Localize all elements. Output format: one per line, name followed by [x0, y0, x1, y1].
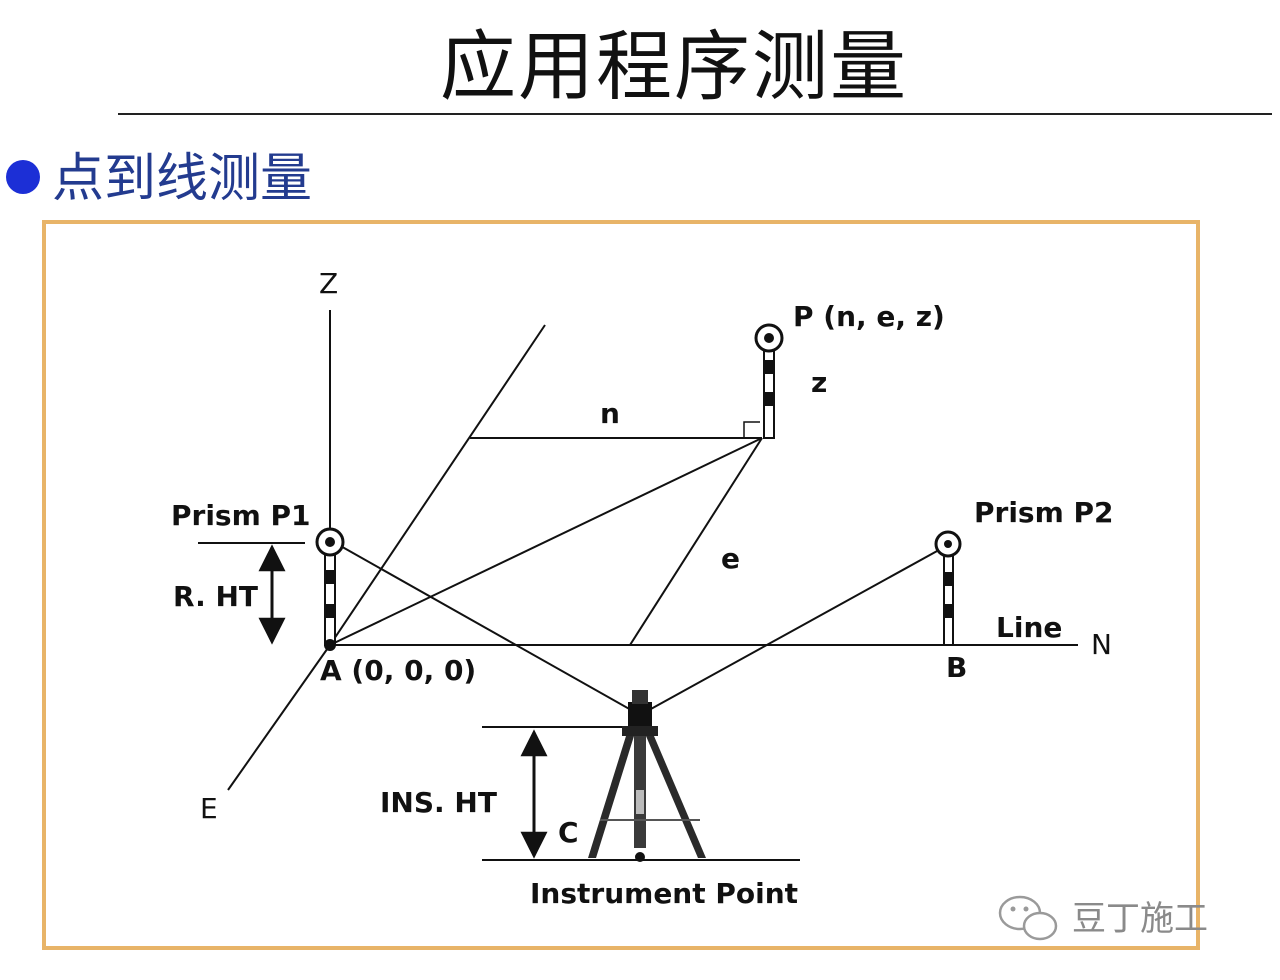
r-ht-label: R. HT: [173, 580, 258, 613]
diagram-frame: [42, 220, 1200, 950]
oblique-line: [329, 324, 546, 646]
prism-p1-label: Prism P1: [171, 499, 311, 532]
point-c-label: C: [558, 816, 579, 849]
bullet-icon: [6, 160, 40, 194]
line-label: Line: [996, 611, 1062, 644]
tripod-instrument-icon: [588, 690, 706, 862]
z-axis-label: Z: [319, 267, 338, 300]
watermark-text: 豆丁施工: [1072, 899, 1208, 939]
page-title: 应用程序测量: [440, 22, 908, 111]
prism-p1-pole: [315, 527, 345, 646]
e-axis-label: E: [200, 792, 218, 825]
z-offset-label: z: [811, 366, 827, 399]
prism-p-pole: [754, 323, 784, 439]
e-axis-line: [227, 644, 331, 791]
instrument-point-label: Instrument Point: [530, 877, 798, 910]
sight-line-p2: [639, 544, 949, 716]
ins-ht-label: INS. HT: [380, 786, 497, 819]
point-p-label: P (n, e, z): [793, 300, 945, 333]
point-b-label: B: [946, 651, 967, 684]
section-subtitle: 点到线测量: [52, 149, 313, 209]
n-axis-label: N: [1091, 628, 1112, 661]
prism-p2-label: Prism P2: [974, 496, 1114, 529]
e-offset-label: e: [721, 542, 740, 575]
right-angle-marker: [743, 421, 760, 438]
a-to-p-line: [329, 437, 763, 646]
prism-p2-pole: [934, 530, 962, 646]
e-offset-line: [629, 437, 763, 646]
title-divider: [118, 113, 1272, 115]
wechat-icon: [998, 895, 1058, 941]
sight-line-p1: [329, 539, 641, 716]
point-a-marker: [324, 639, 336, 651]
n-offset-label: n: [600, 397, 620, 430]
point-a-label: A (0, 0, 0): [320, 654, 476, 687]
